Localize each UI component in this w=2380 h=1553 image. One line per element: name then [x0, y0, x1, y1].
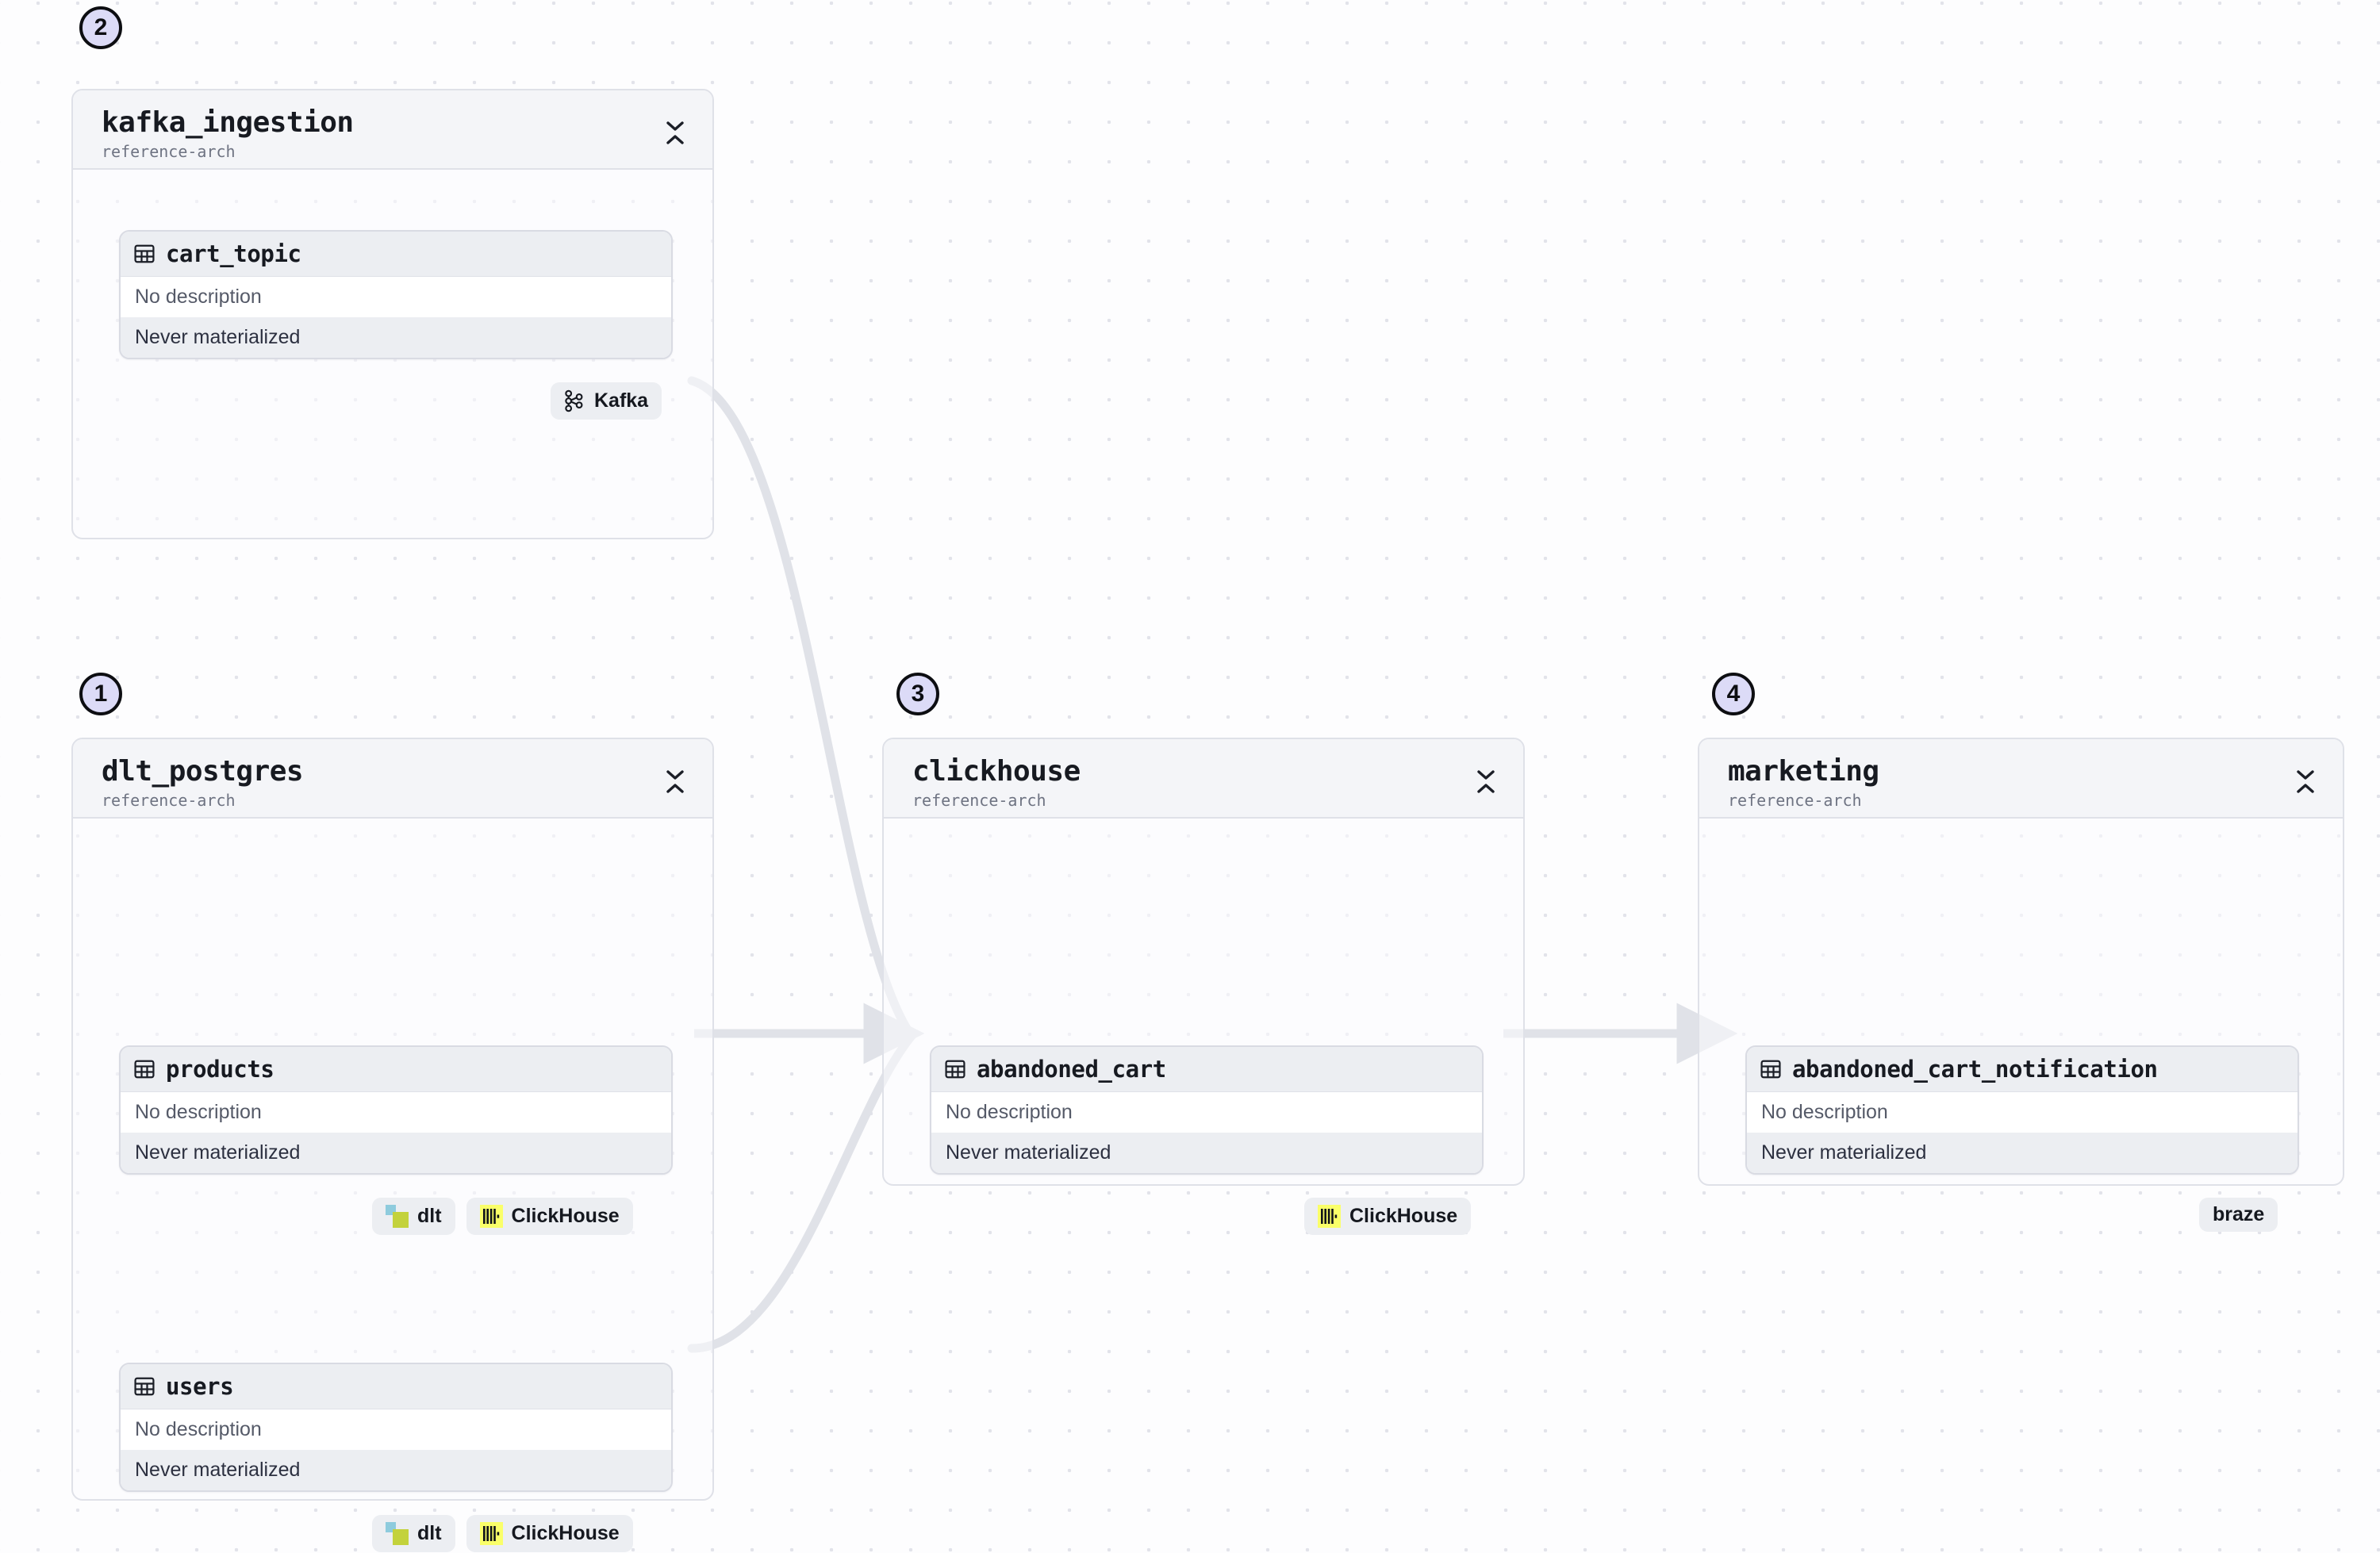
group-index-badge-marketing[interactable]: 4 [1712, 673, 1755, 715]
table-node-materialization: Never materialized [121, 317, 671, 358]
group-subtitle: reference-arch [1728, 791, 1862, 811]
table-node-materialization: Never materialized [1747, 1133, 2297, 1173]
table-node-title: abandoned_cart [977, 1056, 1166, 1083]
badge-row-users: dlt ClickHouse [372, 1515, 633, 1552]
badge-row-abandoned-cart: ClickHouse [1304, 1198, 1472, 1235]
table-node-title: users [166, 1373, 234, 1400]
table-node-title: abandoned_cart_notification [1792, 1056, 2158, 1083]
badge-label: dlt [417, 1522, 442, 1544]
badge-clickhouse[interactable]: ClickHouse [466, 1198, 633, 1235]
group-subtitle: reference-arch [102, 142, 236, 162]
table-icon [1760, 1058, 1782, 1080]
table-node-materialization: Never materialized [121, 1133, 671, 1173]
table-icon [133, 1058, 155, 1080]
group-subtitle: reference-arch [102, 791, 236, 811]
table-node-header: cart_topic [121, 232, 671, 277]
group-marketing[interactable]: marketing reference-arch [1698, 738, 2344, 1232]
table-node-abandoned-cart[interactable]: abandoned_cart No description Never mate… [930, 1045, 1484, 1175]
badge-row-abandoned-cart-notification: braze [2199, 1198, 2278, 1232]
table-node-description: No description [121, 1092, 671, 1133]
group-title: clickhouse [912, 755, 1081, 788]
table-node-title: cart_topic [166, 240, 301, 267]
table-icon [133, 243, 155, 265]
collapse-vertical-icon[interactable] [662, 765, 689, 798]
group-header-dlt-postgres[interactable]: dlt_postgres reference-arch [73, 739, 712, 819]
badge-label: ClickHouse [511, 1522, 620, 1544]
table-icon [133, 1375, 155, 1398]
table-node-header: abandoned_cart [931, 1047, 1482, 1092]
badge-dlt[interactable]: dlt [372, 1198, 455, 1235]
group-title: kafka_ingestion [102, 106, 354, 139]
table-icon [944, 1058, 966, 1080]
dlt-icon [386, 1522, 409, 1545]
group-title: marketing [1728, 755, 1879, 788]
edge-cart-topic-to-abandoned-cart [687, 376, 913, 1036]
table-node-products[interactable]: products No description Never materializ… [119, 1045, 673, 1175]
kafka-icon [564, 389, 585, 412]
table-node-description: No description [1747, 1092, 2297, 1133]
badge-label: ClickHouse [1349, 1205, 1458, 1227]
table-node-description: No description [931, 1092, 1482, 1133]
group-clickhouse[interactable]: clickhouse reference-arch [882, 738, 1525, 1235]
dlt-icon [386, 1205, 409, 1228]
badge-dlt[interactable]: dlt [372, 1515, 455, 1552]
badge-row-cart-topic: Kafka [551, 382, 662, 420]
table-node-title: products [166, 1056, 274, 1083]
collapse-vertical-icon[interactable] [1472, 765, 1499, 798]
table-node-header: abandoned_cart_notification [1747, 1047, 2297, 1092]
table-node-cart-topic[interactable]: cart_topic No description Never material… [119, 230, 673, 359]
group-header-clickhouse[interactable]: clickhouse reference-arch [884, 739, 1523, 819]
group-header-kafka-ingestion[interactable]: kafka_ingestion reference-arch [73, 90, 712, 170]
edge-users-to-abandoned-cart [687, 1030, 917, 1353]
badge-braze[interactable]: braze [2199, 1198, 2278, 1232]
table-node-materialization: Never materialized [931, 1133, 1482, 1173]
badge-label: ClickHouse [511, 1205, 620, 1227]
group-index-badge-clickhouse[interactable]: 3 [896, 673, 939, 715]
collapse-vertical-icon[interactable] [2292, 765, 2319, 798]
badge-clickhouse[interactable]: ClickHouse [1304, 1198, 1472, 1235]
badge-clickhouse[interactable]: ClickHouse [466, 1515, 633, 1552]
clickhouse-icon [479, 1522, 503, 1545]
group-subtitle: reference-arch [912, 791, 1046, 811]
group-index-badge-kafka-ingestion[interactable]: 2 [79, 6, 122, 49]
table-node-description: No description [121, 277, 671, 317]
badge-label: braze [2213, 1203, 2265, 1225]
badge-row-products: dlt ClickHouse [372, 1198, 633, 1235]
table-node-description: No description [121, 1409, 671, 1450]
badge-label: Kafka [594, 389, 649, 412]
table-node-users[interactable]: users No description Never materialized [119, 1363, 673, 1492]
group-dlt-postgres[interactable]: dlt_postgres reference-arch [71, 738, 714, 1552]
group-index-badge-dlt-postgres[interactable]: 1 [79, 673, 122, 715]
table-node-header: users [121, 1364, 671, 1409]
badge-label: dlt [417, 1205, 442, 1227]
group-header-marketing[interactable]: marketing reference-arch [1699, 739, 2343, 819]
table-node-header: products [121, 1047, 671, 1092]
collapse-vertical-icon[interactable] [662, 116, 689, 149]
group-kafka-ingestion[interactable]: kafka_ingestion reference-arch [71, 89, 714, 539]
clickhouse-icon [479, 1205, 503, 1228]
clickhouse-icon [1318, 1205, 1341, 1228]
table-node-materialization: Never materialized [121, 1450, 671, 1490]
table-node-abandoned-cart-notification[interactable]: abandoned_cart_notification No descripti… [1745, 1045, 2299, 1175]
group-title: dlt_postgres [102, 755, 304, 788]
badge-kafka[interactable]: Kafka [551, 382, 662, 420]
